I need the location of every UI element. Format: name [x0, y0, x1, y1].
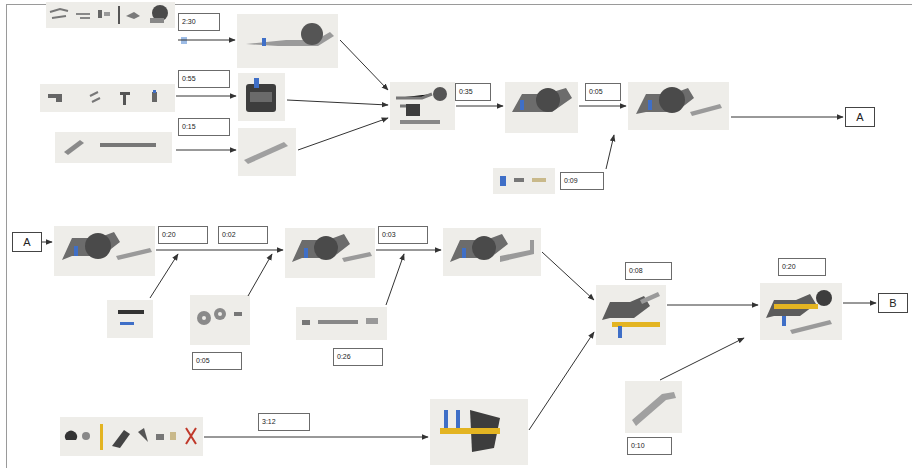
time-box: 0:02: [218, 226, 268, 244]
parts-photo: [493, 168, 555, 194]
time-label: 0:15: [182, 122, 196, 131]
parts-photo: [55, 132, 172, 163]
time-box: 3:12: [258, 413, 310, 431]
time-label: 0:20: [162, 230, 176, 239]
time-label: 0:08: [629, 266, 643, 275]
time-label: 3:12: [262, 417, 276, 426]
connector-letter-box: A: [12, 232, 42, 252]
time-box: 2:30: [178, 13, 220, 31]
assembly-photo: [760, 283, 842, 340]
time-label: 0:20: [782, 262, 796, 271]
time-label: 0:05: [589, 87, 603, 96]
parts-photo: [107, 300, 153, 338]
parts-photo: [46, 2, 175, 28]
assembly-photo: [430, 399, 528, 465]
assembly-photo: [54, 226, 155, 276]
assembly-photo: [443, 228, 541, 276]
time-box: 0:09: [560, 172, 604, 190]
time-box: 0:20: [158, 226, 208, 244]
parts-photo: [625, 381, 682, 433]
time-box: 0:35: [455, 83, 491, 101]
time-box: 0:03: [378, 226, 428, 244]
time-box: 0:15: [178, 118, 230, 136]
time-label: 0:05: [196, 356, 210, 365]
assembly-photo: [505, 82, 578, 133]
time-label: 0:26: [337, 352, 351, 361]
time-label: 2:30: [182, 17, 196, 26]
parts-photo: [40, 84, 175, 112]
parts-photo: [60, 417, 203, 456]
frame: [7, 5, 912, 468]
parts-photo: [296, 307, 387, 340]
time-label: 0:09: [564, 176, 578, 185]
time-label: 0:55: [182, 74, 196, 83]
parts-photo: [190, 295, 250, 345]
assembly-photo: [237, 14, 338, 68]
time-label: 0:02: [222, 230, 236, 239]
time-label: 0:03: [382, 230, 396, 239]
assembly-photo: [285, 228, 375, 278]
time-box: 0:26: [333, 348, 383, 366]
time-box: 0:20: [778, 258, 826, 276]
time-box: 0:10: [627, 437, 672, 455]
time-box: 0:55: [178, 70, 230, 88]
time-label: 0:35: [459, 87, 473, 96]
connector-letter: A: [13, 236, 41, 249]
assembly-photo: [628, 82, 729, 130]
time-box: 0:05: [585, 83, 621, 101]
connector-letter-box: B: [878, 293, 908, 313]
assembly-photo: [390, 82, 455, 130]
assembly-photo: [596, 285, 666, 345]
assembly-photo: [238, 128, 296, 176]
time-box: 0:05: [192, 352, 242, 370]
assembly-photo: [238, 73, 285, 121]
time-box: 0:08: [625, 262, 672, 280]
time-label: 0:10: [631, 441, 645, 450]
connector-letter: B: [879, 297, 907, 310]
connector-letter: A: [846, 111, 874, 124]
connector-letter-box: A: [845, 107, 875, 127]
